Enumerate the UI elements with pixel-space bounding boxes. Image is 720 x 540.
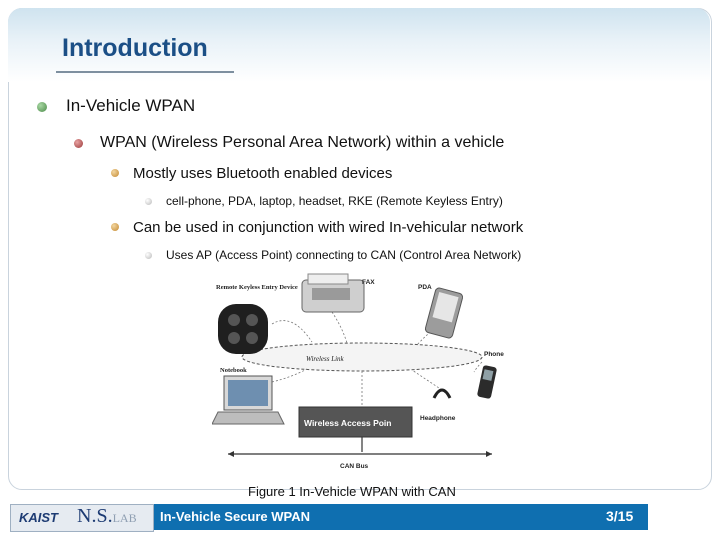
bullet-level1: In-Vehicle WPAN	[66, 96, 196, 115]
footer: KAIST N.S.LAB In-Vehicle Secure WPAN 3/1…	[0, 496, 720, 540]
label-notebook: Notebook	[220, 367, 247, 374]
footer-topic-bar: In-Vehicle Secure WPAN	[154, 504, 598, 530]
wpan-diagram: Wireless Link Remote Keyless Entry Devic…	[212, 273, 504, 470]
headphone-icon	[432, 388, 452, 399]
bullet-dot-level1	[37, 102, 47, 112]
notebook-icon	[212, 375, 285, 425]
wireless-link-ellipse	[241, 342, 483, 372]
fax-icon	[301, 273, 365, 313]
nslab-sub: LAB	[112, 511, 137, 525]
kaist-logo: KAIST	[19, 510, 58, 525]
pda-icon	[424, 287, 464, 339]
nslab-logo: N.S.LAB	[77, 505, 137, 528]
bullet-dot-level4	[145, 198, 152, 205]
label-pda: PDA	[418, 284, 432, 291]
title-bar	[8, 8, 710, 82]
bullet-level3-b: Can be used in conjunction with wired In…	[133, 219, 524, 236]
slide-title: Introduction	[62, 34, 208, 62]
phone-icon	[477, 365, 497, 399]
bullet-dot-level3	[111, 223, 119, 231]
label-can-bus: CAN Bus	[340, 463, 369, 470]
wireless-links	[271, 311, 483, 406]
nslab-main: N.S.	[77, 505, 113, 527]
bullet-level3-a: Mostly uses Bluetooth enabled devices	[133, 165, 393, 182]
key-fob-icon	[218, 304, 268, 354]
figure-caption: Figure 1 In-Vehicle WPAN with CAN	[248, 484, 456, 499]
bullet-level2: WPAN (Wireless Personal Area Network) wi…	[100, 134, 505, 151]
label-rke: Remote Keyless Entry Device	[216, 284, 298, 291]
footer-logo-area: KAIST N.S.LAB	[10, 504, 154, 532]
label-wireless-link: Wireless Link	[306, 355, 345, 363]
access-point-box	[298, 406, 413, 438]
label-fax: FAX	[362, 279, 375, 286]
bullet-level4-b: Uses AP (Access Point) connecting to CAN…	[166, 248, 522, 262]
label-access-point: Wireless Access Poin	[304, 418, 392, 428]
footer-page-box: 3/15	[598, 504, 648, 530]
label-headphone: Headphone	[420, 415, 456, 422]
bullet-dot-level2	[74, 139, 83, 148]
title-underline	[56, 71, 234, 73]
page-number: 3/15	[606, 508, 634, 524]
bullet-level4-a: cell-phone, PDA, laptop, headset, RKE (R…	[166, 194, 503, 208]
footer-topic: In-Vehicle Secure WPAN	[160, 509, 311, 524]
bullet-dot-level3	[111, 169, 119, 177]
label-phone: Phone	[484, 351, 504, 358]
bullet-dot-level4	[145, 252, 152, 259]
